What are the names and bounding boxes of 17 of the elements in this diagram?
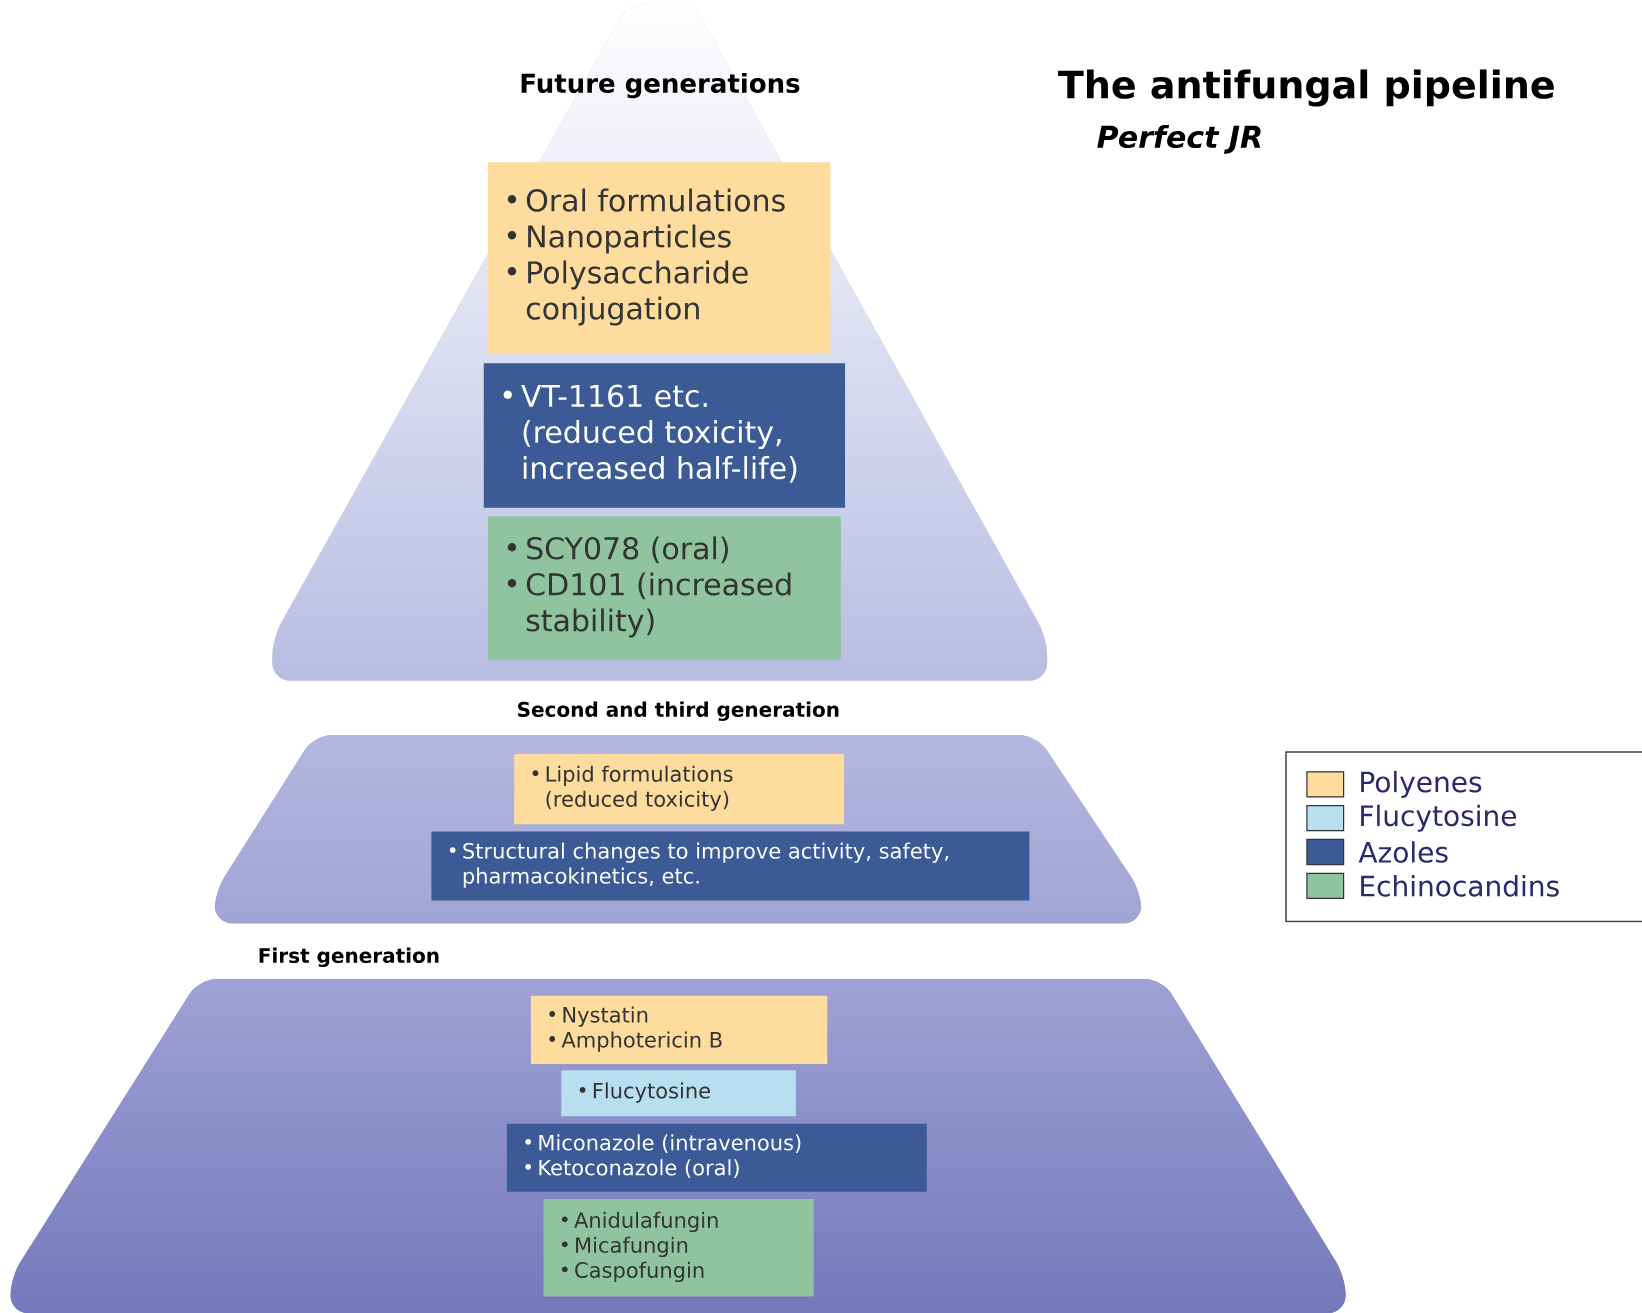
category-box: Flucytosine	[561, 1070, 796, 1117]
category-box: Structural changes to improve activity, safety, pharmacokinetics, etc.	[431, 831, 1030, 901]
category-box: Oral formulations Nanoparticles Polysaccharide conjugation	[488, 162, 831, 354]
category-box: VT-1161 etc. (reduced toxicity, increased half-life)	[483, 363, 846, 508]
node-label: Second and third generation	[518, 701, 839, 722]
category-box: SCY078 (oral) CD101 (increased stability)	[487, 516, 841, 660]
category-box: Nystatin Amphotericin B	[530, 995, 828, 1064]
legend-label: Azoles	[1358, 841, 1448, 863]
category-box: Lipid formulations (reduced toxicity)	[514, 754, 845, 825]
legend-label: Polyenes	[1361, 770, 1482, 798]
title: The antifungal pipeline	[1058, 69, 1554, 107]
legend-label: Echinocandins	[1361, 874, 1559, 897]
caption: Perfect JR	[1097, 124, 1261, 154]
legend-label: Flucytosine	[1361, 804, 1516, 832]
category-box: Miconazole (intravenous) Ketoconazole (oral)	[506, 1123, 927, 1192]
category-box: Anidulafungin Micafungin Caspofungin	[543, 1199, 814, 1297]
node-label: First generation	[259, 947, 439, 968]
